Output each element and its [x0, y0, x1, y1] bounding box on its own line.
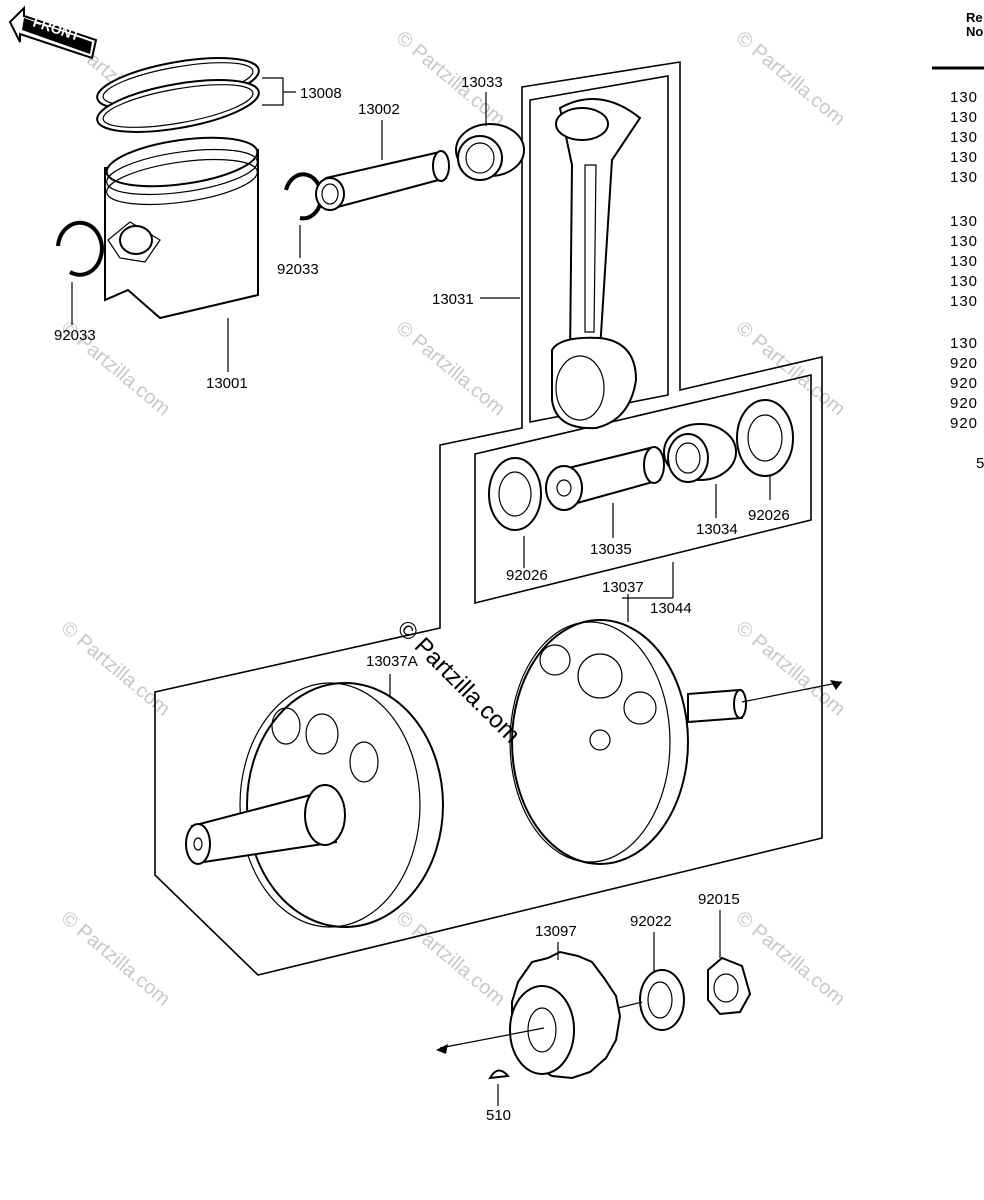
watermark: © Partzilla.com [732, 617, 849, 720]
lock-washer [639, 969, 685, 1031]
ref-row: 130 [950, 89, 978, 106]
piston [104, 136, 259, 320]
ref-row: 5 [976, 455, 984, 472]
ref-row: 130 [950, 169, 978, 186]
small-end-bearing [455, 123, 525, 181]
ref-header: Re [966, 10, 983, 25]
piston-pin [315, 150, 450, 211]
ref-row: 130 [950, 293, 978, 310]
part-number-label: 13044 [650, 600, 692, 617]
watermark: © Partzilla.com [392, 907, 509, 1010]
ref-row: 130 [950, 233, 978, 250]
ref-row: 130 [950, 129, 978, 146]
part-number-label: 13008 [300, 85, 342, 102]
ref-row: 920 [950, 375, 978, 392]
part-number-label: 13035 [590, 541, 632, 558]
part-number-label: 13001 [206, 375, 248, 392]
part-number-label: 13033 [461, 74, 503, 91]
ref-row: 130 [950, 273, 978, 290]
ref-row: 130 [950, 335, 978, 352]
ref-row: 920 [950, 395, 978, 412]
piston-rings [96, 57, 260, 133]
part-number-label: 92026 [506, 567, 548, 584]
crankshaft-right-half [509, 619, 747, 865]
watermark: © Partzilla.com [732, 317, 849, 420]
ref-row: 130 [950, 149, 978, 166]
part-number-label: 510 [486, 1107, 511, 1124]
watermark: © Partzilla.com [57, 617, 174, 720]
watermark: © Partzilla.com [732, 27, 849, 130]
crankshaft-left-half [185, 682, 444, 928]
ref-header: No [966, 24, 983, 39]
part-number-label: 92026 [748, 507, 790, 524]
part-number-label: 92015 [698, 891, 740, 908]
thrust-washer-left [488, 457, 542, 531]
ref-row: 130 [950, 109, 978, 126]
crank-gear [509, 950, 622, 1080]
part-number-label: 13037A [366, 653, 418, 670]
connecting-rod [551, 98, 642, 430]
ref-row: 130 [950, 213, 978, 230]
big-end-bearing [663, 423, 737, 483]
ref-row: 130 [950, 253, 978, 270]
assembly-frame [154, 61, 823, 976]
part-number-label: 92022 [630, 913, 672, 930]
part-number-label: 92033 [277, 261, 319, 278]
part-number-label: 13002 [358, 101, 400, 118]
circlip-left [56, 220, 104, 277]
part-number-label: 13034 [696, 521, 738, 538]
crank-nut [707, 956, 752, 1016]
ref-row: 920 [950, 415, 978, 432]
front-tag: FRONT [8, 5, 98, 60]
part-number-label: 92033 [54, 327, 96, 344]
crank-pin [545, 446, 665, 511]
part-number-label: 13097 [535, 923, 577, 940]
watermark: © Partzilla.com [57, 907, 174, 1010]
watermark: © Partzilla.com [392, 317, 509, 420]
part-number-label: 13037 [602, 579, 644, 596]
reference-table: Re No 130 130 130 130 130 130 130 130 13… [932, 10, 984, 472]
part-number-label: 13031 [432, 291, 474, 308]
ref-row: 920 [950, 355, 978, 372]
thrust-washer-right [736, 399, 794, 477]
bearing-kit-frame [474, 373, 812, 605]
woodruff-key [488, 1069, 510, 1080]
part-labels: 13008 13002 13033 92033 13031 92033 1300… [54, 74, 790, 1124]
connecting-rod-frame [529, 75, 669, 423]
